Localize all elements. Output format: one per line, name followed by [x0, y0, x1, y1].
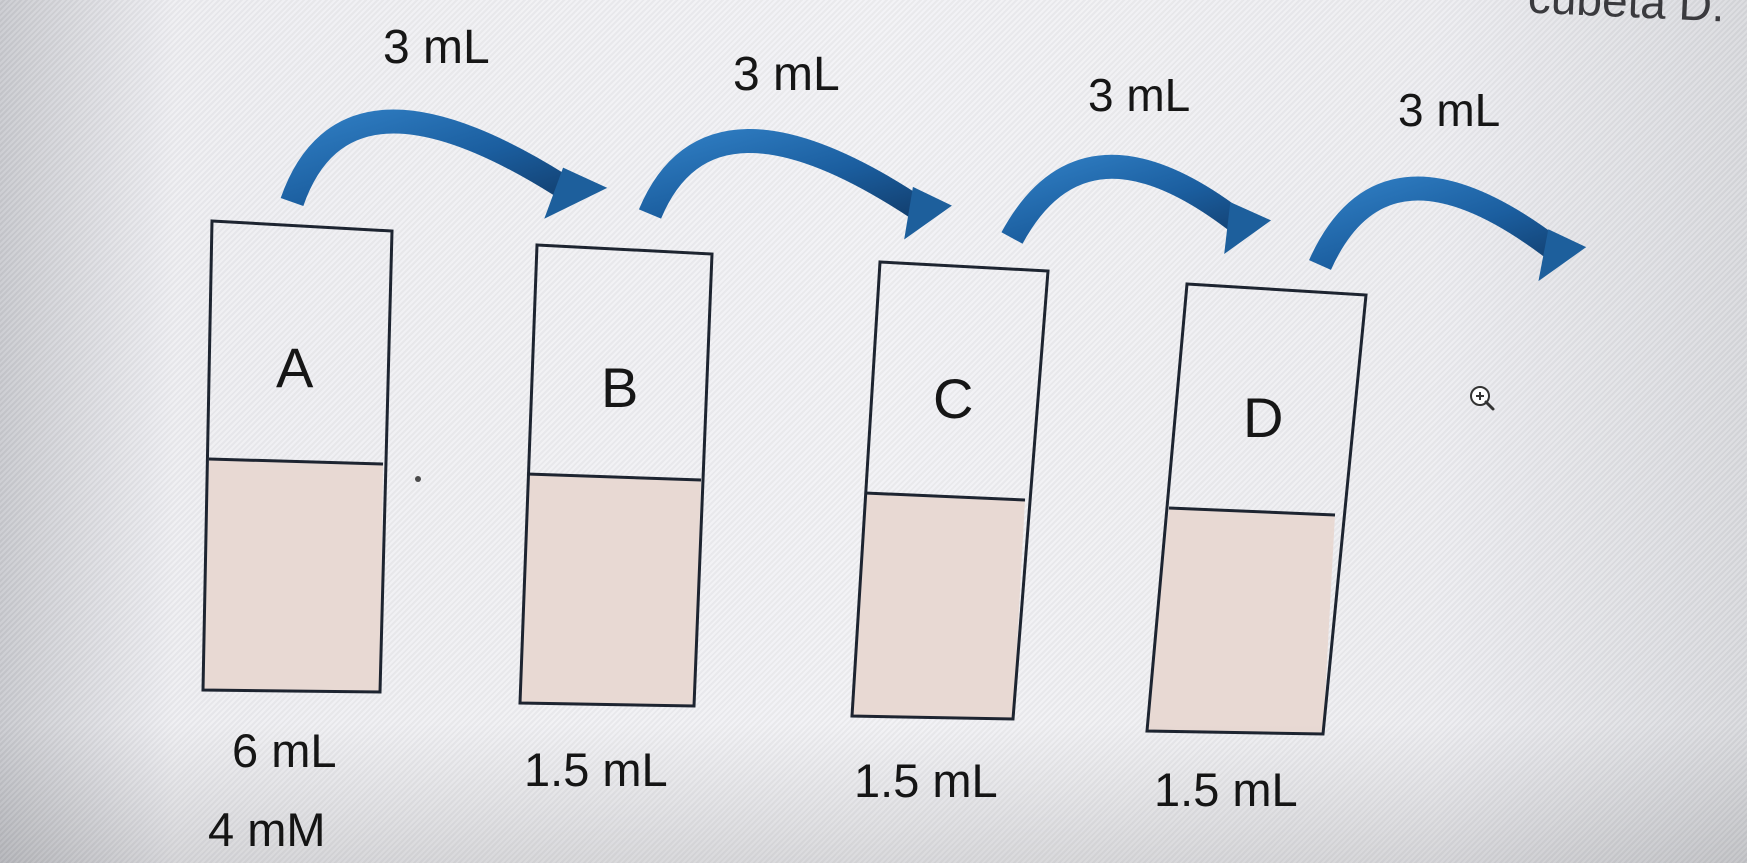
- cuvette-a: [201, 219, 394, 694]
- cuvette-a-volume: 6 mL: [232, 724, 337, 777]
- cuvette-d: [1145, 282, 1368, 736]
- cuvette-b: [518, 243, 714, 708]
- cuvette-letter-d: D: [1243, 386, 1283, 449]
- cuvette-d-volume: 1.5 mL: [1154, 763, 1298, 816]
- cuvette-letter-b: B: [601, 356, 638, 419]
- cuvette-c: [850, 260, 1050, 721]
- cuvette-letter-a: A: [276, 336, 314, 399]
- transfer-arrow-4: [1309, 176, 1587, 282]
- transfer-label-3: 3 mL: [1088, 69, 1190, 121]
- zoom-in-cursor-icon: [1470, 386, 1495, 411]
- cuvette-a-concentration: 4 mM: [208, 803, 326, 856]
- transfer-arrow-1: [280, 109, 608, 219]
- transfer-label-1: 3 mL: [383, 21, 490, 74]
- cuvette-c-volume: 1.5 mL: [854, 754, 998, 807]
- cuvette-b-volume: 1.5 mL: [524, 743, 668, 796]
- transfer-arrow-3: [1001, 155, 1272, 255]
- transfer-label-4: 3 mL: [1398, 84, 1500, 136]
- small-dot-mark: [415, 476, 421, 482]
- cuvette-letter-c: C: [933, 367, 973, 430]
- transfer-label-2: 3 mL: [733, 48, 840, 101]
- transfer-arrow-2: [638, 129, 952, 240]
